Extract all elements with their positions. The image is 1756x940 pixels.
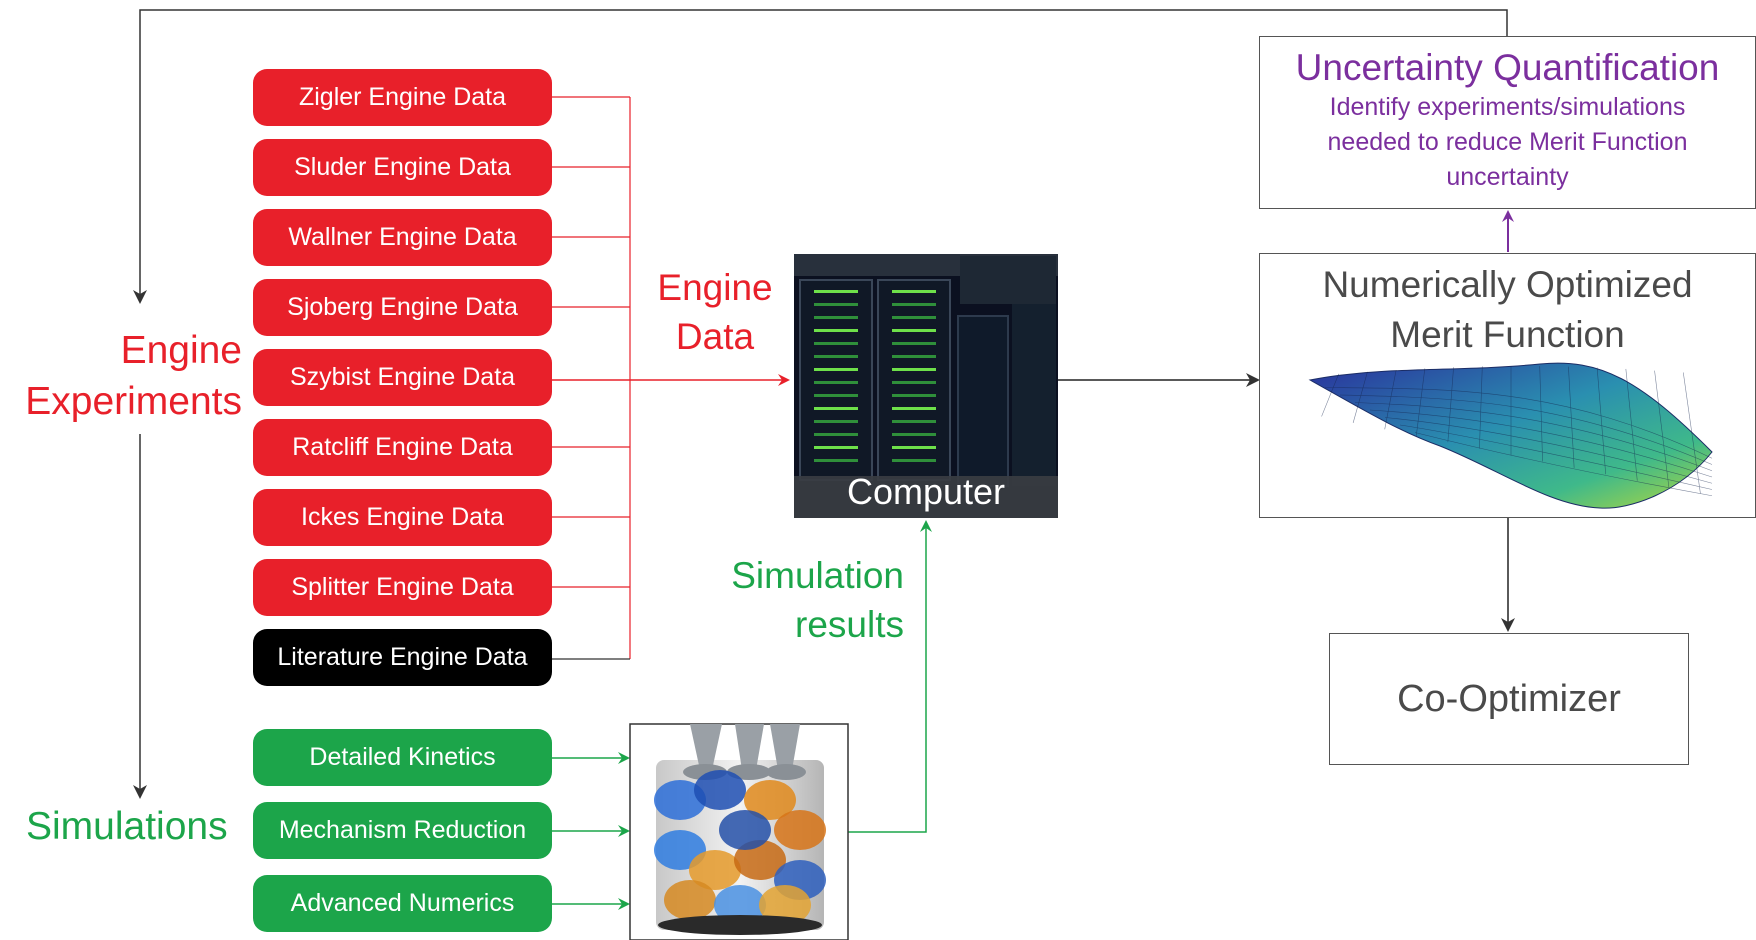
engine-experiments-line1: Engine <box>120 329 242 372</box>
simulation-results-label: Simulation results <box>700 555 904 645</box>
engine-data-item: Zigler Engine Data <box>253 69 552 126</box>
simulation-item: Mechanism Reduction <box>253 802 552 859</box>
uncertainty-line3: uncertainty <box>1446 163 1569 191</box>
simulation-results-arrow <box>848 520 932 833</box>
engine-data-item: Ickes Engine Data <box>253 489 552 546</box>
uncertainty-line1: Identify experiments/simulations <box>1329 93 1686 121</box>
engine-data-item: Wallner Engine Data <box>253 209 552 266</box>
engine-experiments-label: Engine Experiments <box>12 329 242 424</box>
engine-data-arrow-label: Engine Data <box>650 267 780 357</box>
engine-data-item: Ratcliff Engine Data <box>253 419 552 476</box>
merit-function-box: Numerically Optimized Merit Function <box>1259 253 1756 518</box>
co-optimizer-box: Co-Optimizer <box>1329 633 1689 765</box>
uncertainty-line2: needed to reduce Merit Function <box>1327 128 1688 156</box>
simulation-results-line1: Simulation <box>731 555 904 596</box>
merit-function-surface <box>1308 362 1713 509</box>
engine-experiments-line2: Experiments <box>25 379 242 423</box>
computer-label: Computer <box>846 471 1006 512</box>
merit-function-line1: Numerically Optimized <box>1322 264 1693 305</box>
co-optimizer-label: Co-Optimizer <box>1397 677 1621 720</box>
uncertainty-quantification-box: Uncertainty Quantification Identify expe… <box>1259 36 1756 209</box>
engine-data-item: Literature Engine Data <box>253 629 552 686</box>
engine-data-item: Szybist Engine Data <box>253 349 552 406</box>
engine-data-item: Sluder Engine Data <box>253 139 552 196</box>
simulation-item: Advanced Numerics <box>253 875 552 932</box>
computer-image <box>794 254 1058 518</box>
simulation-item: Detailed Kinetics <box>253 729 552 786</box>
engine-data-item: Sjoberg Engine Data <box>253 279 552 336</box>
engine-data-bracket <box>552 96 631 660</box>
simulation-results-line2: results <box>795 603 904 645</box>
uncertainty-title: Uncertainty Quantification <box>1295 47 1720 88</box>
merit-function-line2: Merit Function <box>1390 314 1625 355</box>
engine-simulation-image <box>629 723 849 940</box>
engine-data-arrow-label-line1: Engine <box>657 267 773 308</box>
simulations-label: Simulations <box>26 805 228 848</box>
feedback-loop-line <box>133 9 1508 304</box>
engine-data-item: Splitter Engine Data <box>253 559 552 616</box>
engine-data-arrow-label-line2: Data <box>675 315 755 357</box>
